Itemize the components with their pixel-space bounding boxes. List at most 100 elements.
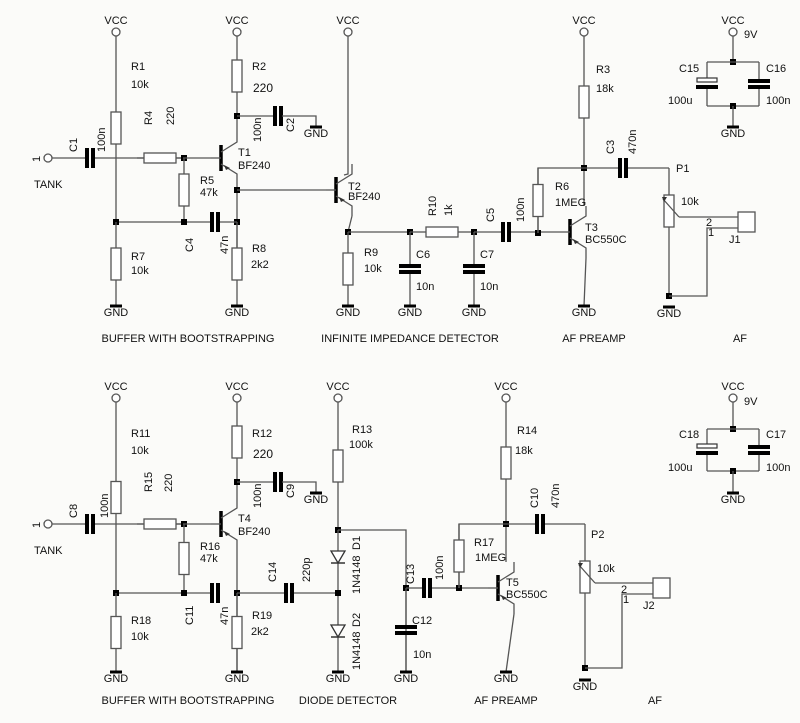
label: 1 xyxy=(708,227,714,239)
gnd-label: GND xyxy=(494,673,519,685)
tank-label: TANK xyxy=(34,545,63,557)
wiper-arrow-icon xyxy=(662,197,667,202)
ground-symbol: GND xyxy=(336,304,360,319)
diode-triangle-icon xyxy=(329,550,347,565)
input-pin-number: 1 xyxy=(31,522,43,528)
label: C4 xyxy=(184,238,196,252)
audio-jack-icon xyxy=(737,211,756,233)
section-title: AF xyxy=(733,333,747,345)
resistor-body xyxy=(500,446,512,480)
resistor-body xyxy=(143,518,177,530)
wire xyxy=(583,257,587,307)
audio-jack-icon xyxy=(652,577,671,599)
resistor-body xyxy=(143,152,177,164)
label: 100n xyxy=(252,118,264,142)
wire xyxy=(343,36,349,176)
resistor-body xyxy=(178,541,190,576)
label: J1 xyxy=(729,234,741,246)
label: 100n xyxy=(99,494,111,518)
label: R8 xyxy=(252,243,266,255)
gnd-label: GND xyxy=(462,307,487,319)
vcc-label: VCC xyxy=(494,381,517,393)
label: C7 xyxy=(480,249,494,261)
wiper-arrow-icon xyxy=(578,563,583,568)
label: 1N4148 xyxy=(351,555,363,594)
label: 1N4148 xyxy=(351,631,363,670)
emitter-arrow-icon xyxy=(339,197,345,202)
vcc-terminal: VCC xyxy=(721,15,745,37)
label: 2k2 xyxy=(251,259,269,271)
label: J2 xyxy=(643,600,655,612)
emitter-arrow-icon xyxy=(224,531,230,536)
ground-symbol: GND xyxy=(326,670,350,685)
label: 10n xyxy=(413,649,431,661)
label: BC550C xyxy=(585,234,627,246)
label: R3 xyxy=(596,64,610,76)
resistor-body xyxy=(578,85,590,119)
tank-label: TANK xyxy=(34,179,63,191)
section-title: BUFFER WITH BOOTSTRAPPING xyxy=(102,695,275,707)
ground-symbol: GND xyxy=(573,678,598,693)
gnd-label: GND xyxy=(572,307,597,319)
label: 10k xyxy=(597,563,615,575)
vcc-label: VCC xyxy=(721,15,744,27)
label: C10 xyxy=(529,488,541,508)
section-title: DIODE DETECTOR xyxy=(299,695,397,707)
label: D1 xyxy=(351,536,363,550)
resistor-body xyxy=(110,480,122,515)
vcc-terminal: VCC xyxy=(494,381,518,403)
wire xyxy=(282,115,317,126)
label: 220 xyxy=(253,81,273,95)
label: C5 xyxy=(485,208,497,222)
label: R19 xyxy=(252,610,272,622)
potentiometer-wiper-arrow xyxy=(578,564,596,584)
label: 100n xyxy=(766,462,790,474)
gnd-label: GND xyxy=(225,673,250,685)
resistor-body xyxy=(178,173,190,207)
vcc-terminal: VCC xyxy=(104,15,128,37)
wire xyxy=(585,593,653,669)
label: 100n xyxy=(766,95,790,107)
label: R7 xyxy=(131,251,145,263)
junction-dot xyxy=(181,590,187,596)
potentiometer-body xyxy=(663,194,675,228)
resistor-body xyxy=(332,449,344,483)
junction-dot xyxy=(181,219,187,225)
vcc-label: VCC xyxy=(326,381,349,393)
gnd-label: GND xyxy=(573,681,598,693)
label: 47n xyxy=(219,607,231,625)
gnd-label: GND xyxy=(657,308,682,320)
ground-symbol: GND xyxy=(398,304,422,319)
label: 47k xyxy=(200,187,218,199)
label: 470n xyxy=(550,484,562,508)
resistor-body xyxy=(231,425,243,459)
resistor-body xyxy=(110,615,122,650)
transistor-collector xyxy=(497,562,515,583)
label: R5 xyxy=(200,175,214,187)
label: 100u xyxy=(668,95,692,107)
label: 18k xyxy=(515,445,533,457)
vcc-label: VCC xyxy=(721,381,744,393)
label: R4 xyxy=(143,111,155,125)
label: 100n xyxy=(515,198,527,222)
label: C11 xyxy=(184,606,196,625)
section-title: AF xyxy=(648,695,662,707)
label: 100n xyxy=(96,128,108,152)
label: 1 xyxy=(623,594,629,606)
label: 10k xyxy=(131,265,149,277)
label: C17 xyxy=(766,429,786,441)
capacitor-plate-positive xyxy=(696,443,718,449)
vcc-label: VCC xyxy=(104,381,127,393)
vcc-terminal-icon xyxy=(728,393,738,403)
vcc-terminal-icon xyxy=(232,393,242,403)
label: T2 xyxy=(348,181,361,193)
label: C6 xyxy=(416,249,430,261)
potentiometer-wiper-arrow xyxy=(662,198,680,218)
label: 10k xyxy=(131,631,149,643)
label: 18k xyxy=(596,83,614,95)
label: 220p xyxy=(301,558,313,582)
supply-voltage: 9V xyxy=(744,29,758,41)
